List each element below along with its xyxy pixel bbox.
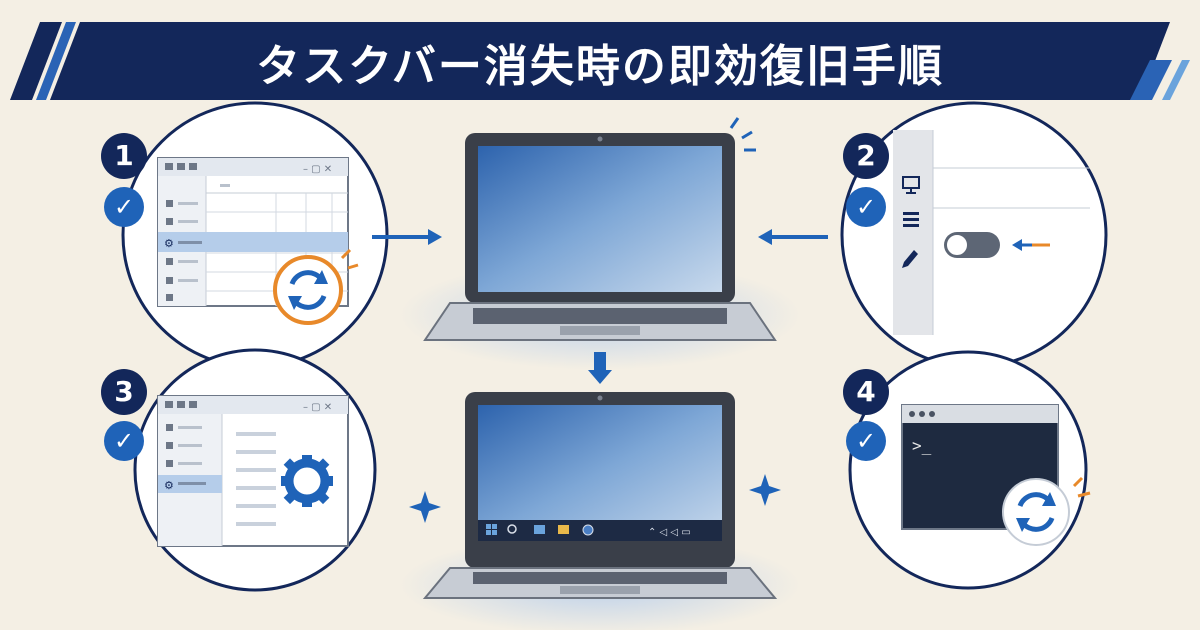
svg-text:– ▢ ✕: – ▢ ✕ [303, 402, 332, 413]
check-icon: ✓ [104, 421, 144, 461]
taskbar: ⌃ ◁ ◁ ▭ [478, 520, 722, 541]
step2-circle [840, 101, 1108, 369]
arrow-left [758, 229, 828, 245]
laptop-top [423, 117, 777, 341]
search-icon [507, 524, 517, 534]
folder-icon [558, 525, 569, 534]
arrow-left-orange [1012, 239, 1050, 251]
arrow-right [372, 229, 442, 245]
check-icon: ✓ [104, 187, 144, 227]
gear-icon [281, 455, 333, 507]
list-icon [903, 212, 919, 227]
step-number-4: 4 [843, 369, 889, 415]
pen-icon [902, 250, 918, 268]
terminal-prompt: >_ [912, 436, 932, 455]
step-number-3: 3 [101, 369, 147, 415]
page-title: タスクバー消失時の即効復旧手順 [256, 41, 944, 92]
check-icon: ✓ [846, 421, 886, 461]
step1-window: – ▢ ✕ ⚙ [157, 157, 349, 307]
svg-text:⚙: ⚙ [164, 237, 174, 250]
svg-text:⚙: ⚙ [164, 479, 174, 492]
windows-start-icon [486, 524, 497, 535]
svg-text:⌃ ◁ ◁ ▭: ⌃ ◁ ◁ ▭ [648, 527, 691, 538]
step-number-1: 1 [101, 133, 147, 179]
toggle-switch [944, 232, 1000, 258]
title-banner: タスクバー消失時の即効復旧手順 [0, 0, 1200, 110]
svg-text:– ▢ ✕: – ▢ ✕ [303, 164, 332, 175]
browser-icon [582, 524, 594, 536]
explorer-icon [534, 525, 545, 534]
refresh-icon [273, 248, 359, 325]
arrow-down [588, 352, 612, 384]
step4-circle [848, 350, 1091, 590]
monitor-icon [902, 176, 920, 194]
banner-shape [10, 22, 1190, 100]
refresh-icon-terminal [1002, 476, 1091, 546]
check-icon: ✓ [846, 187, 886, 227]
step3-circle: – ▢ ✕ ⚙ [133, 348, 377, 592]
sparkle-icon [749, 474, 781, 506]
laptop-bottom: ⌃ ◁ ◁ ▭ [422, 392, 778, 599]
step-number-2: 2 [843, 133, 889, 179]
sparkle-icon [409, 491, 441, 523]
step1-circle: – ▢ ✕ ⚙ [121, 101, 389, 369]
